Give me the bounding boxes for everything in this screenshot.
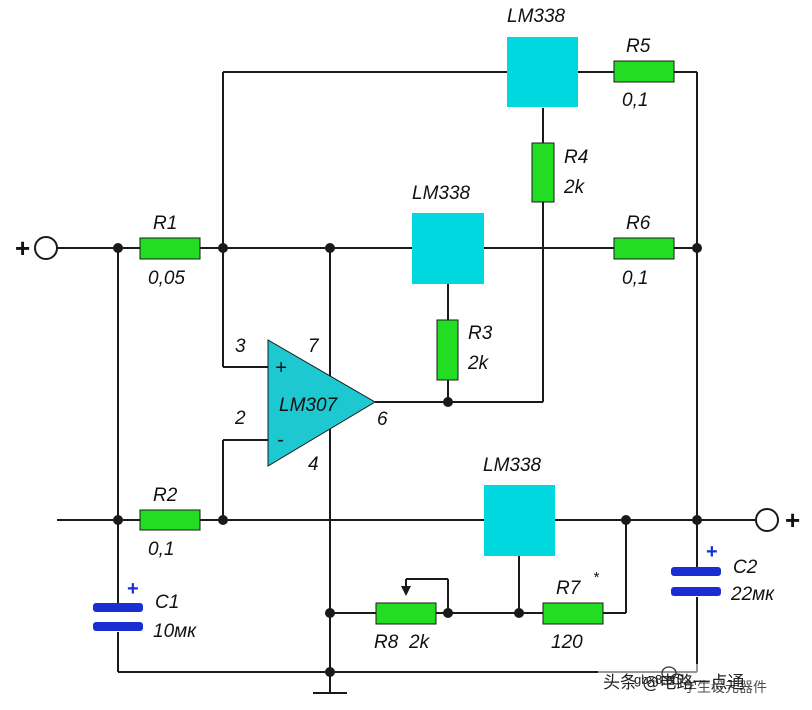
resistor-r5 (613, 60, 675, 83)
resistor-r1 (139, 237, 201, 260)
capacitor-c2 (671, 567, 721, 596)
resistor-r2 (139, 509, 201, 531)
r8-name: R8 (374, 632, 399, 653)
junction-dot (621, 515, 631, 525)
input-terminal (34, 236, 58, 260)
r5-value: 0,1 (622, 90, 648, 111)
watermark: 头条 @电路一点通 gbx8.cn 学生设元器件 (598, 664, 802, 696)
c2-value: 22мк (730, 584, 775, 605)
watermark-site-extra: 学生设元器件 (683, 680, 767, 696)
r2-value: 0,1 (148, 539, 174, 560)
r6-value: 0,1 (622, 268, 648, 289)
junction-dot (325, 243, 335, 253)
r6-name: R6 (626, 213, 651, 234)
opamp-plus-sign: + (275, 357, 287, 379)
r1-name: R1 (153, 213, 177, 234)
junctions (113, 243, 702, 677)
input-terminal-label: + (15, 233, 30, 263)
opamp-pin2: 2 (234, 408, 246, 429)
r7-value: 120 (551, 632, 583, 653)
junction-dot (325, 667, 335, 677)
watermark-text: 头条 @电路一点通 (603, 673, 744, 693)
resistor-r6 (613, 237, 675, 260)
c1-polarity: + (127, 578, 139, 600)
regulator-middle-label: LM338 (412, 183, 471, 204)
opamp-lm307 (267, 339, 376, 467)
wechat-icon (661, 666, 684, 685)
r8-wiper-arrow (401, 586, 411, 596)
c1-name: C1 (155, 592, 179, 613)
capacitor-c1 (93, 603, 143, 631)
output-terminal-label: + (785, 505, 800, 535)
resistor-r4 (531, 142, 555, 203)
r1-value: 0,05 (148, 268, 185, 289)
junction-dot (692, 515, 702, 525)
r3-name: R3 (468, 323, 493, 344)
junction-dot (113, 243, 123, 253)
junction-dot (692, 243, 702, 253)
opamp-minus-sign: - (277, 429, 284, 451)
regulator-top (507, 37, 578, 107)
regulator-top-label: LM338 (507, 6, 566, 27)
resistor-r8 (375, 602, 437, 625)
opamp-pin3: 3 (235, 336, 246, 357)
opamp-pin6: 6 (377, 409, 388, 430)
opamp-pin4: 4 (308, 454, 319, 475)
junction-dot (443, 397, 453, 407)
wires (57, 71, 755, 694)
r2-name: R2 (153, 485, 178, 506)
resistor-r7 (542, 602, 604, 625)
r4-name: R4 (564, 147, 588, 168)
junction-dot (218, 515, 228, 525)
watermark-site: gbx8.cn (634, 672, 680, 687)
junction-dot (514, 608, 524, 618)
c2-name: C2 (733, 557, 758, 578)
junction-dot (443, 608, 453, 618)
regulator-middle (412, 213, 484, 284)
regulator-bottom (484, 485, 555, 556)
junction-dot (113, 515, 123, 525)
junction-dot (218, 243, 228, 253)
junction-dot (325, 608, 335, 618)
opamp-pin7: 7 (308, 336, 320, 357)
r4-value: 2k (563, 177, 586, 198)
r7-mark: * (593, 569, 600, 586)
opamp-label: LM307 (279, 395, 339, 416)
r5-name: R5 (626, 36, 651, 57)
c2-polarity: + (706, 541, 718, 563)
resistor-r3 (436, 319, 459, 381)
output-terminal (755, 508, 779, 532)
r3-value: 2k (467, 353, 490, 374)
r8-value: 2k (408, 632, 431, 653)
c1-value: 10мк (153, 621, 197, 642)
regulator-bottom-label: LM338 (483, 455, 542, 476)
r7-name: R7 (556, 578, 582, 599)
